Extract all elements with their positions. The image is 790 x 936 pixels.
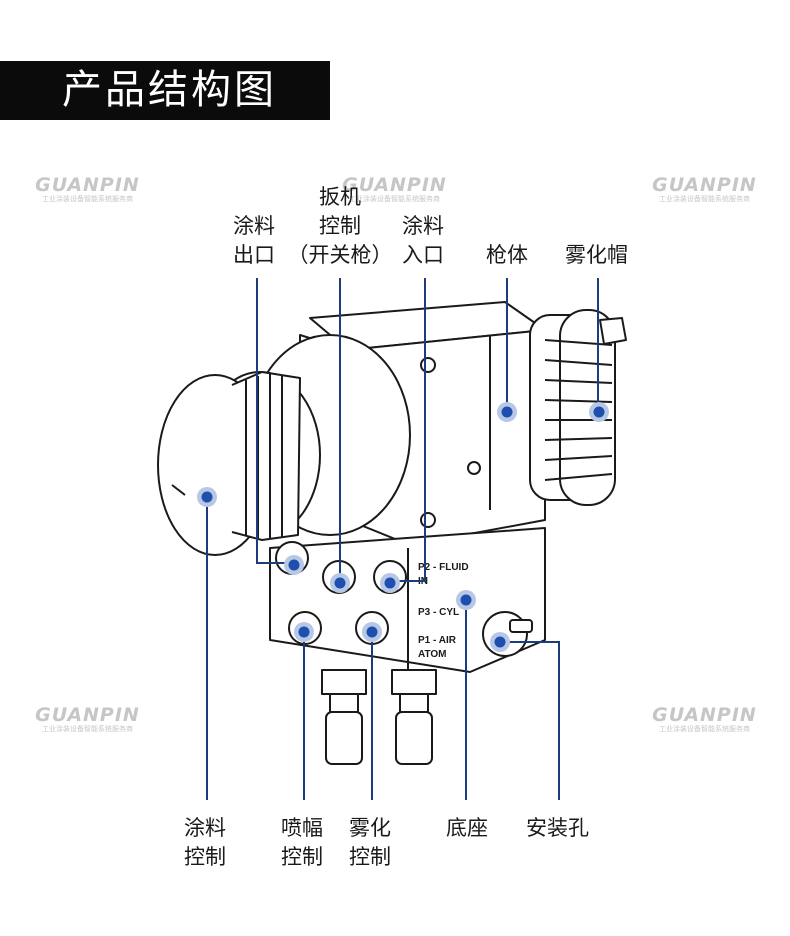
dot-fluid-inlet (380, 573, 400, 593)
dot-air-cap (589, 402, 609, 422)
label-base: 底座 (446, 816, 488, 840)
port-marking-p3: P3 - CYL (418, 607, 459, 618)
watermark: GUANPIN 工业涂装设备智能系统服务商 (652, 704, 757, 733)
label-mounting-hole: 安装孔 (526, 816, 589, 840)
port-marking-p2: P2 - FLUID (418, 562, 469, 573)
fittings (321, 669, 437, 765)
dot-fan-control (294, 622, 314, 642)
watermark: GUANPIN 工业涂装设备智能系统服务商 (342, 174, 447, 203)
label-fluid-inlet: 涂料 入口 (402, 214, 444, 267)
fluid-knob (157, 334, 411, 556)
leader-fluid-inlet (390, 278, 426, 582)
label-gun-body: 枪体 (486, 243, 528, 267)
dot-gun-body (497, 402, 517, 422)
dot-fluid-control (197, 487, 217, 507)
port-marking-p1: P1 - AIR (418, 635, 457, 646)
dot-base (456, 590, 476, 610)
dot-atomizing-control (362, 622, 382, 642)
dot-mounting-hole (490, 632, 510, 652)
label-trigger-control: 扳机 控制 （开关枪） (287, 185, 393, 267)
label-fluid-outlet: 涂料 出口 (233, 214, 275, 267)
air-cap (529, 309, 627, 506)
leader-mounting-hole (502, 641, 560, 800)
label-air-cap: 雾化帽 (565, 243, 628, 267)
dot-fluid-outlet (284, 555, 304, 575)
label-fluid-control: 涂料 控制 (184, 816, 226, 869)
label-atomizing-control: 雾化 控制 (349, 816, 391, 869)
watermark: GUANPIN 工业涂装设备智能系统服务商 (652, 174, 757, 203)
title-bar: 产品结构图 (0, 61, 330, 120)
port-marking-atom: ATOM (418, 649, 447, 660)
dot-trigger (330, 573, 350, 593)
page-title: 产品结构图 (62, 67, 277, 113)
leader-fluid-outlet (256, 278, 292, 564)
label-fan-control: 喷幅 控制 (281, 816, 323, 869)
watermark: GUANPIN 工业涂装设备智能系统服务商 (35, 704, 140, 733)
watermark: GUANPIN 工业涂装设备智能系统服务商 (35, 174, 140, 203)
